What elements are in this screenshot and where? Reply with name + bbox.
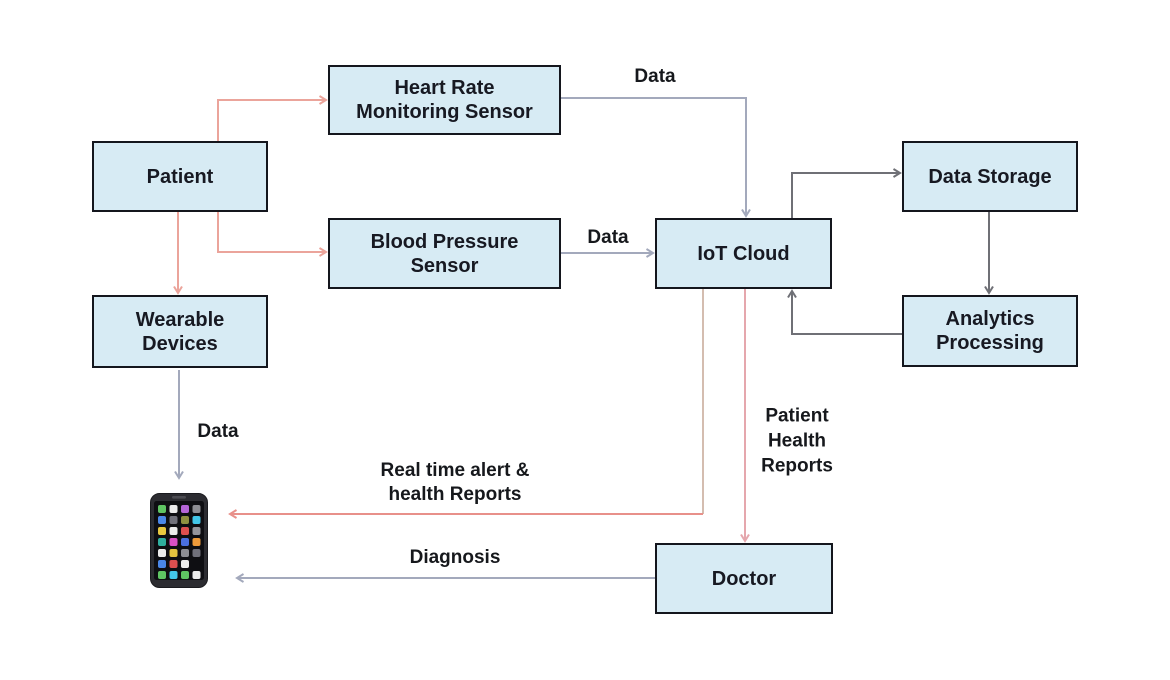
node-patient-label: Patient	[146, 165, 214, 188]
node-wearable-devices-label: Wearable Devices	[135, 308, 225, 355]
node-heart-rate-sensor: Heart Rate Monitoring Sensor	[328, 65, 561, 135]
node-patient: Patient	[92, 141, 268, 212]
edge-label-patient-health-reports: Patient Health Reports	[761, 405, 833, 477]
edge-label-data-wearable: Data	[197, 421, 239, 442]
node-analytics-processing-label: Analytics Processing	[936, 308, 1044, 354]
edge-label-data-blood-pressure: Data	[587, 227, 629, 248]
edge-label-data-heart-rate: Data	[634, 66, 676, 87]
node-iot-cloud: IoT Cloud	[655, 218, 832, 289]
node-wearable-devices: Wearable Devices	[92, 295, 268, 368]
edge-patient-to-blood-pressure	[217, 212, 328, 257]
node-doctor: Doctor	[655, 543, 833, 614]
node-analytics-processing: Analytics Processing	[902, 295, 1078, 367]
edge-iot-cloud-to-data-storage	[791, 168, 902, 218]
node-data-storage-label: Data Storage	[928, 165, 1052, 188]
edge-analytics-to-iot-cloud	[787, 289, 902, 335]
node-blood-pressure-sensor: Blood Pressure Sensor	[328, 218, 561, 289]
node-data-storage: Data Storage	[902, 141, 1078, 212]
smartphone-icon	[150, 493, 208, 588]
node-doctor-label: Doctor	[711, 567, 777, 590]
edge-label-diagnosis: Diagnosis	[409, 547, 501, 568]
node-heart-rate-sensor-label: Heart Rate Monitoring Sensor	[356, 77, 533, 123]
node-blood-pressure-sensor-label: Blood Pressure Sensor	[370, 230, 519, 277]
edge-patient-to-heart-rate	[217, 95, 328, 141]
edge-heart-rate-to-iot-cloud	[561, 97, 751, 218]
node-iot-cloud-label: IoT Cloud	[697, 242, 790, 265]
edge-label-real-time-alert: Real time alert & health Reports	[380, 460, 530, 505]
